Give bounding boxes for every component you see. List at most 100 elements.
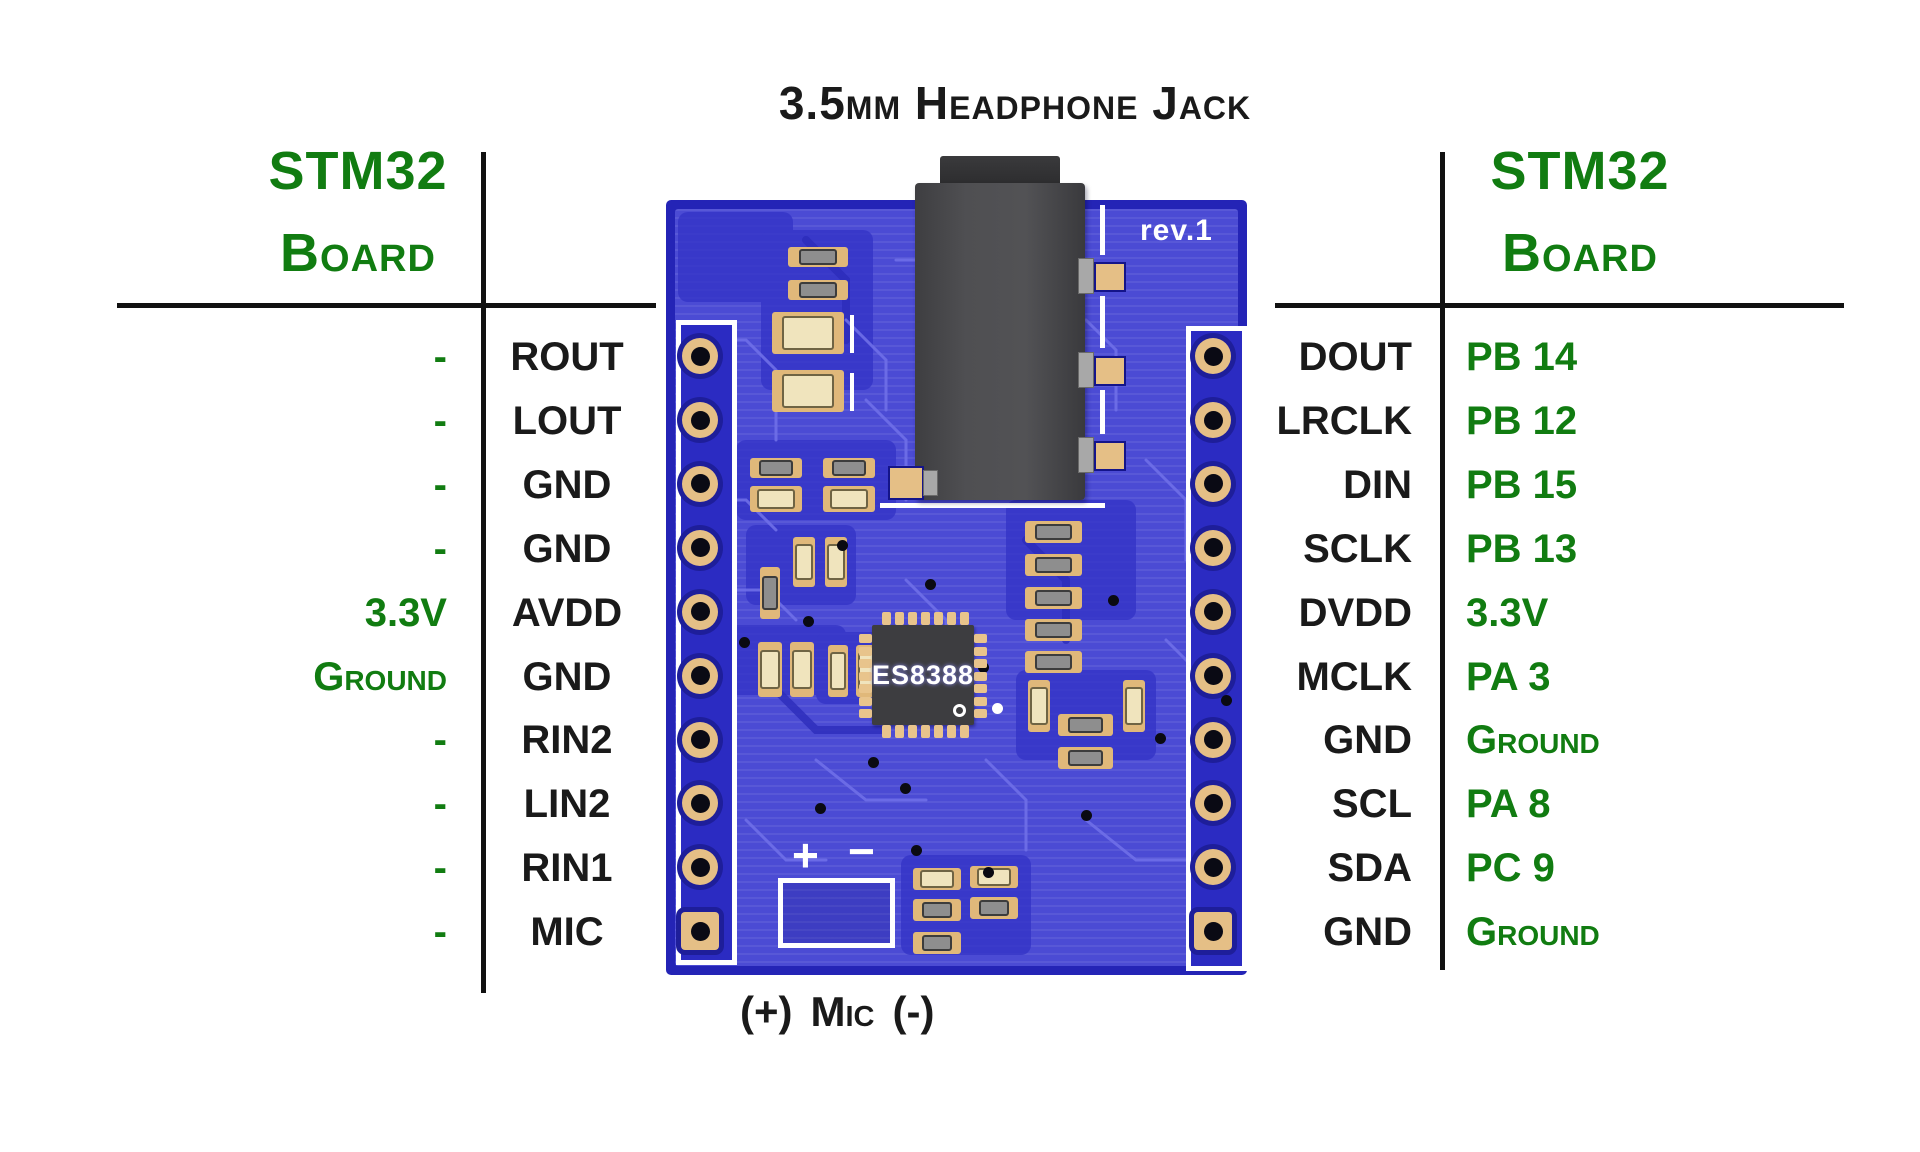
headphone-jack-body — [915, 183, 1085, 500]
pin-pad-round — [682, 529, 718, 566]
chip-pin — [895, 612, 904, 625]
left-table-horizontal-line — [117, 303, 656, 308]
via-dot — [803, 616, 814, 627]
smd-resistor — [1058, 747, 1113, 769]
stm32-pin-label: - — [433, 718, 447, 763]
jack-contact-pad — [1094, 262, 1126, 292]
chip-pin — [859, 696, 872, 706]
stm32-pin-label: PB 15 — [1466, 462, 1578, 507]
smd-capacitor — [758, 642, 782, 697]
smd-resistor — [760, 567, 780, 619]
pin-row-left-RIN2: -RIN2 — [0, 716, 1920, 764]
smd-capacitor — [1123, 680, 1145, 732]
pin-pad-round — [1195, 402, 1231, 438]
pin-row-left-GND: -GND — [0, 461, 1920, 509]
stm32-pin-label: 3.3V — [1466, 590, 1549, 635]
diagram-title: 3.5mm Headphone Jack — [778, 77, 1252, 129]
stm32-pin-label: PB 14 — [1466, 335, 1578, 379]
mic-caption-label: Mic — [810, 988, 875, 1035]
pcb-board: rev.1 + − — [666, 200, 1247, 975]
pin-pad-round — [682, 785, 718, 822]
left-table-vertical-line — [481, 152, 486, 993]
pin-row-right-DVDD: 3.3V DVDD — [0, 589, 1920, 637]
chip-pin — [882, 612, 891, 625]
mic-caption-plus: (+) — [740, 988, 793, 1035]
jack-contact-tab — [1078, 437, 1094, 473]
right-table-vertical-line — [1440, 152, 1445, 970]
pin-row-left-LIN2: -LIN2 — [0, 780, 1920, 828]
via-dot — [1108, 595, 1119, 606]
via-dot — [900, 783, 911, 794]
smd-resistor — [1025, 521, 1082, 543]
chip-pin — [859, 634, 872, 643]
board-pin-label: DIN — [1343, 462, 1412, 507]
pin-pad-round — [1195, 338, 1231, 375]
pin-pad-round — [682, 849, 718, 886]
chip-pin — [960, 612, 969, 625]
pin-pad-square — [1194, 912, 1232, 951]
chip-pin — [859, 684, 872, 693]
pin-row-left-MIC: -MIC — [0, 908, 1920, 956]
pin-row-left-ROUT: -ROUT — [0, 333, 1920, 381]
pin-pad-round — [682, 721, 718, 758]
pin-pad-round — [1195, 657, 1231, 694]
stm32-pin-label: - — [433, 910, 447, 955]
smd-resistor — [1025, 619, 1082, 641]
smd-capacitor — [823, 486, 875, 512]
chip-pin1-dot — [953, 704, 966, 717]
smd-capacitor — [750, 486, 802, 512]
smd-resistor — [788, 280, 848, 300]
chip-pin — [974, 696, 987, 706]
chip-pin — [908, 725, 917, 738]
stm32-pin-label: - — [433, 782, 447, 827]
smd-capacitor — [1028, 680, 1050, 732]
smd-resistor — [913, 932, 961, 954]
board-pin-label: RIN1 — [521, 846, 613, 891]
via-dot — [1081, 810, 1092, 821]
smd-resistor — [1025, 554, 1082, 576]
jack-outline-bottom — [880, 503, 1105, 508]
via-dot — [868, 757, 879, 768]
jack-outline-right-3 — [1100, 390, 1105, 434]
chip-label: ES8388 — [871, 659, 975, 690]
smd-resistor — [1058, 714, 1113, 736]
via-dot — [815, 803, 826, 814]
es8388-chip: ES8388 — [859, 612, 987, 738]
cap-silkscreen-tick-2 — [850, 373, 854, 411]
board-pin-label: SDA — [1327, 846, 1412, 891]
left-header-line2: Board — [280, 223, 436, 283]
smd-capacitor — [913, 868, 961, 890]
smd-capacitor — [970, 866, 1018, 888]
chip-pin — [974, 684, 987, 693]
chip-pin — [895, 725, 904, 738]
smd-resistor — [1025, 587, 1082, 609]
jack-contact-pad — [888, 466, 924, 500]
chip-pin — [921, 612, 930, 625]
stm32-pin-label: - — [433, 526, 447, 571]
pin-pad-round — [1195, 465, 1231, 502]
left-header: STM32 Board — [238, 142, 478, 282]
pin-pad-round — [682, 402, 718, 438]
chip-pin — [974, 634, 987, 643]
smd-capacitor — [790, 642, 814, 697]
board-pin-label: GND — [522, 654, 612, 699]
board-pin-label: GND — [1323, 910, 1412, 955]
chip-pin — [947, 725, 956, 738]
chip-pin — [974, 646, 987, 656]
board-pin-label: DVDD — [1298, 590, 1412, 635]
chip-pin — [882, 725, 891, 738]
smd-capacitor — [772, 312, 844, 354]
pin-pad-round — [682, 465, 718, 502]
pin-pad-round — [1195, 849, 1231, 886]
stm32-pin-label: - — [433, 462, 447, 507]
board-pin-label: SCLK — [1303, 526, 1412, 571]
white-via-dot — [992, 703, 1003, 714]
left-header-line1: STM32 — [268, 141, 448, 201]
jack-outline-right-1 — [1100, 205, 1105, 255]
